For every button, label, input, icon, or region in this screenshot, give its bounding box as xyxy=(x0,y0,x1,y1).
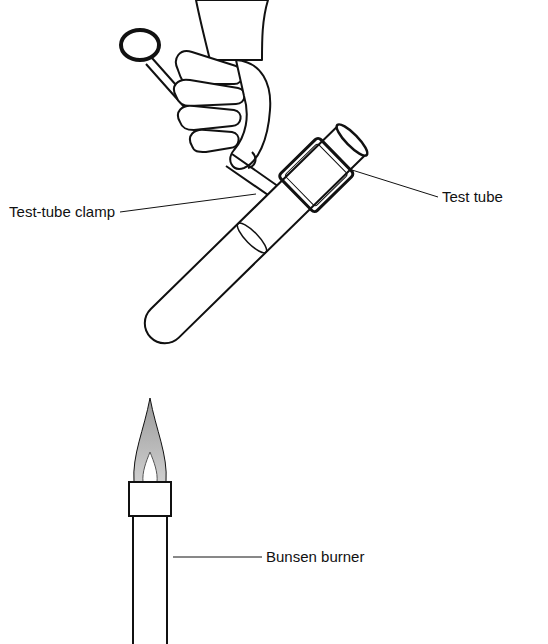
burner-tube xyxy=(133,516,167,644)
leader-line xyxy=(120,194,256,212)
flame xyxy=(134,398,166,482)
test-tube xyxy=(132,117,374,356)
part-label: Test-tube clamp xyxy=(7,203,117,221)
leader-line xyxy=(352,170,438,197)
clamp-ring xyxy=(121,30,159,60)
part-label: Bunsen burner xyxy=(264,548,366,566)
leader-line xyxy=(173,557,262,558)
part-label: Test tube xyxy=(440,188,505,206)
flame-cone xyxy=(143,452,157,482)
hand xyxy=(174,0,270,169)
burner-collar xyxy=(129,482,171,516)
